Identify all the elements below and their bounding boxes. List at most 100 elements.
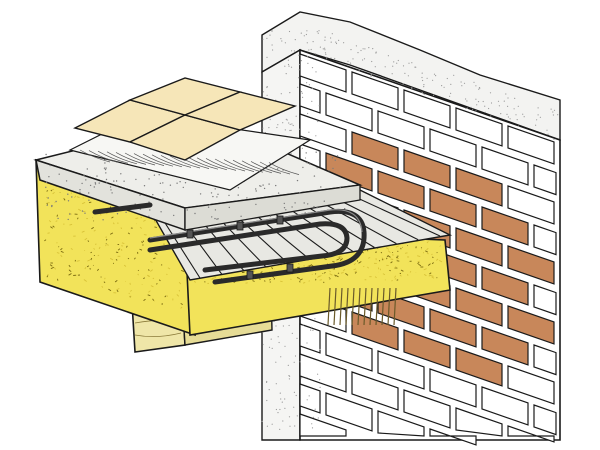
stipple-dot	[523, 116, 525, 118]
stipple-dot	[552, 114, 555, 116]
fibre	[46, 202, 48, 205]
aggregate-dot	[315, 151, 317, 153]
fibre	[135, 217, 139, 220]
stipple-dot	[291, 50, 293, 52]
stipple-dot	[308, 131, 310, 133]
stipple-dot	[284, 345, 286, 347]
brick	[377, 170, 425, 210]
aggregate-dot	[277, 192, 280, 194]
aggregate-dot	[79, 189, 81, 191]
fibre	[98, 246, 101, 250]
stipple-dot	[539, 116, 542, 118]
aggregate-dot	[302, 166, 304, 169]
fibre	[400, 269, 404, 272]
stipple-dot	[280, 38, 282, 40]
stipple-dot	[301, 92, 303, 94]
aggregate-dot	[67, 218, 69, 221]
fibre	[46, 275, 49, 278]
stipple-dot	[284, 398, 286, 400]
stipple-dot	[498, 105, 500, 107]
aggregate-dot	[103, 167, 106, 169]
stipple-dot	[507, 105, 509, 107]
stipple-dot	[288, 122, 290, 124]
aggregate-dot	[88, 192, 90, 194]
aggregate-dot	[296, 179, 299, 182]
aggregate-dot	[173, 214, 175, 217]
fibre	[91, 227, 95, 230]
stipple-dot	[269, 34, 271, 36]
stipple-dot	[298, 63, 300, 66]
fibre	[426, 252, 429, 255]
stipple-dot	[282, 325, 284, 327]
stipple-dot	[507, 97, 509, 99]
stipple-dot	[318, 105, 320, 107]
stipple-dot	[277, 124, 279, 126]
floor-tiles	[68, 77, 312, 191]
fibre	[178, 289, 181, 292]
stipple-dot	[266, 380, 268, 383]
aggregate-dot	[214, 188, 216, 190]
aggregate-dot	[55, 200, 57, 203]
stipple-dot	[505, 93, 507, 95]
aggregate-dot	[135, 178, 137, 181]
fibre	[382, 273, 386, 276]
stipple-dot	[363, 58, 366, 60]
aggregate-dot	[184, 182, 187, 184]
comb-line	[241, 160, 273, 174]
stipple-dot	[463, 82, 466, 84]
fibre	[108, 288, 112, 292]
fibre	[380, 251, 383, 254]
aggregate-dot	[237, 187, 240, 189]
pipe-outer	[92, 202, 367, 285]
fibre	[129, 282, 131, 285]
fibre	[74, 195, 77, 199]
stipple-dot	[310, 329, 312, 331]
aggregate-dot	[262, 184, 264, 186]
fibre	[101, 285, 104, 288]
stipple-dot	[557, 114, 559, 116]
brick	[507, 365, 555, 405]
aggregate-dot	[116, 213, 119, 215]
stipple-dot	[266, 399, 268, 402]
pipe-inner	[147, 221, 350, 273]
aggregate-dot	[176, 182, 178, 184]
fibre	[150, 269, 153, 272]
fibre	[158, 279, 161, 282]
stipple-dot	[443, 86, 445, 88]
fibre	[52, 191, 55, 195]
stipple-dot	[270, 338, 272, 340]
fibre	[390, 258, 394, 260]
fibre	[93, 247, 96, 250]
batten-stub	[351, 287, 355, 326]
aggregate-dot	[102, 219, 104, 221]
stipple-dot	[319, 348, 321, 351]
stipple-dot	[407, 75, 409, 77]
stipple-dot	[291, 332, 293, 334]
stipple-dot	[460, 81, 462, 83]
aggregate-dot	[334, 159, 336, 161]
stipple-dot	[466, 100, 468, 102]
fibre	[117, 248, 121, 251]
stipple-dot	[318, 150, 320, 152]
fibre	[382, 258, 385, 261]
stipple-dot	[421, 76, 423, 79]
stipple-dot	[411, 62, 413, 64]
fibre	[429, 272, 432, 275]
fibre	[116, 288, 120, 291]
stipple-dot	[349, 62, 352, 64]
fibre	[84, 267, 87, 270]
aggregate-dot	[216, 196, 218, 198]
stipple-dot	[262, 127, 264, 129]
stipple-dot	[300, 32, 302, 34]
stipple-dot	[324, 36, 326, 38]
stipple-dot	[288, 378, 290, 380]
stipple-dot	[290, 129, 292, 131]
aggregate-dot	[212, 195, 214, 198]
stipple-dot	[473, 81, 475, 83]
fibre	[48, 220, 52, 223]
brick	[533, 284, 557, 316]
fibre	[426, 241, 429, 244]
fibre	[50, 266, 54, 270]
brick	[533, 164, 557, 196]
aggregate-dot	[57, 217, 59, 220]
